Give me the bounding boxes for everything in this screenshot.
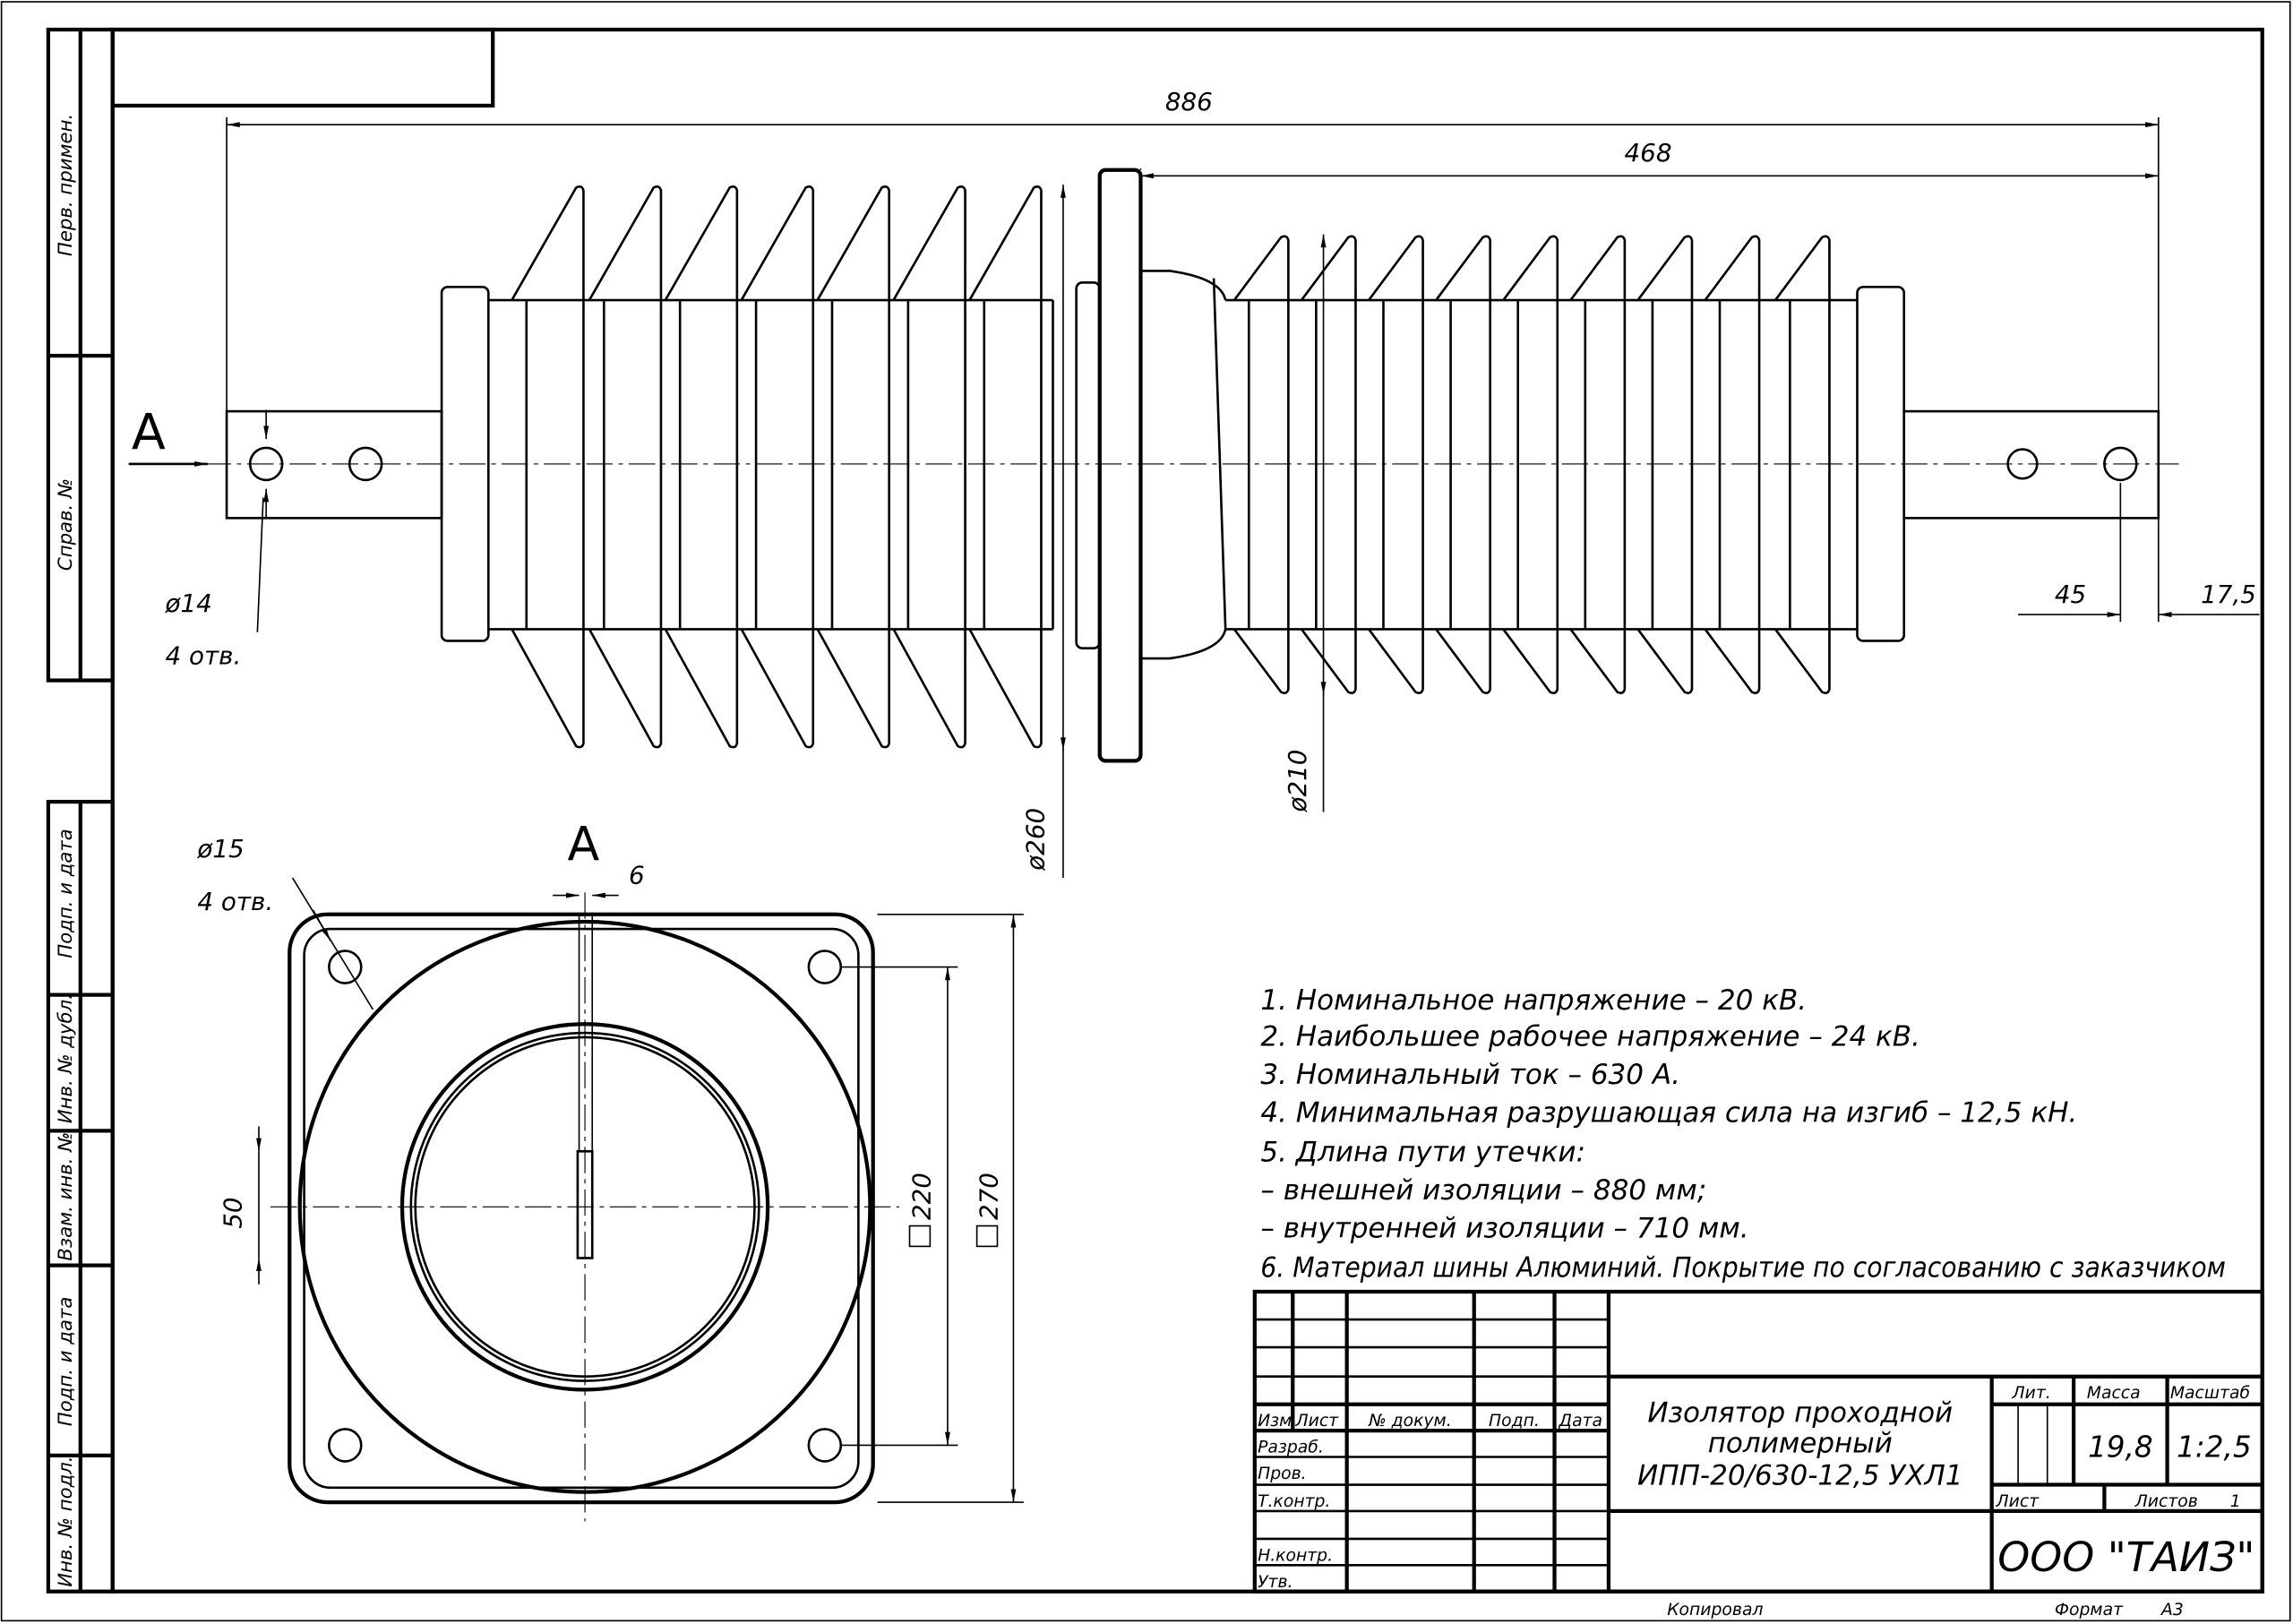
technical-notes: 1. Номинальное напряжение – 20 кВ. 2. На… xyxy=(1260,984,2226,1285)
strip-label: Взам. инв. № xyxy=(55,1132,77,1261)
bus-hole xyxy=(248,446,284,482)
role-norm-control: Н.контр. xyxy=(1258,1546,1333,1565)
dim-flange-to-end: 468 xyxy=(1625,138,1672,168)
strip-label: Подп. и дата xyxy=(55,1297,77,1427)
flange-hub xyxy=(1075,281,1102,649)
role-approved: Утв. xyxy=(1258,1573,1292,1592)
title-block: Изм. Лист № докум. Подп. Дата Разраб. Пр… xyxy=(1252,1289,2264,1594)
header-izm: Изм. xyxy=(1258,1412,1297,1431)
note-item: 3. Номинальный ток – 630 А. xyxy=(1260,1059,1680,1091)
dim-slot-width: 6 xyxy=(629,861,645,890)
shed xyxy=(1368,235,1424,694)
drawing-title-line: полимерный xyxy=(1708,1428,1893,1460)
note-item: – внутренней изоляции – 710 мм. xyxy=(1260,1213,1748,1245)
shed xyxy=(588,185,663,749)
mounting-flange xyxy=(1097,168,1143,763)
dim-hole-count: 4 отв. xyxy=(165,641,241,671)
note-item: 4. Минимальная разрушающая сила на изгиб… xyxy=(1260,1097,2077,1130)
dim-overall-length: 886 xyxy=(1165,87,1213,116)
shed xyxy=(968,185,1043,749)
bus-hole xyxy=(348,446,383,482)
drawing-title-line: Изолятор проходной xyxy=(1647,1396,1953,1429)
mass-value: 19,8 xyxy=(2088,1431,2153,1465)
left-side-strip: Перв. примен. Справ. № Подп. и дата Инв.… xyxy=(46,27,115,1594)
dim-bus-17-5: 17,5 xyxy=(2201,580,2256,609)
company-name: ООО "ТАИЗ" xyxy=(1997,1534,2254,1581)
bus-hole xyxy=(2103,446,2138,482)
role-checker: Пров. xyxy=(1258,1465,1307,1483)
dim-shed-diameter-small: ø210 xyxy=(1283,750,1312,813)
header-doc-number: № докум. xyxy=(1368,1412,1452,1431)
strip-label: Справ. № xyxy=(55,478,77,571)
drawing-title-line: ИПП-20/630-12,5 УХЛ1 xyxy=(1637,1460,1962,1492)
shed xyxy=(1232,235,1290,694)
shed xyxy=(892,185,966,749)
top-left-box xyxy=(110,27,495,108)
dim-hole-diameter: ø14 xyxy=(164,589,211,618)
flange-hole xyxy=(807,1428,843,1463)
shed xyxy=(664,185,739,749)
scale-label: Масштаб xyxy=(2170,1384,2250,1403)
left-bus-bar xyxy=(225,409,443,520)
bus-slot xyxy=(576,1149,594,1259)
dim-hole-spacing: 220 xyxy=(906,1173,936,1220)
shed xyxy=(511,185,585,749)
view-arrow-label: A xyxy=(132,404,166,462)
dim-flange-hole-count: 4 отв. xyxy=(197,887,273,916)
shed xyxy=(1435,235,1491,694)
role-developer: Разраб. xyxy=(1258,1439,1324,1457)
flange-hole xyxy=(807,949,843,984)
flange-outline xyxy=(288,912,875,1505)
shed xyxy=(816,185,890,749)
note-item: 5. Длина пути утечки: xyxy=(1260,1137,1585,1169)
copied-label: Копировал xyxy=(1667,1601,1763,1620)
strip-label: Перв. примен. xyxy=(55,114,77,256)
dim-flange-size: 270 xyxy=(974,1173,1003,1220)
note-item: 1. Номинальное напряжение – 20 кВ. xyxy=(1260,984,1807,1017)
strip-label: Подп. и дата xyxy=(55,829,77,958)
sheet-label: Лист xyxy=(1996,1492,2040,1511)
sheets-value: 1 xyxy=(2230,1492,2241,1511)
scale-value: 1:2,5 xyxy=(2177,1431,2252,1465)
right-end-cap xyxy=(1856,286,1906,642)
flange-cone xyxy=(1140,270,1227,660)
view-label: A xyxy=(567,818,599,872)
dim-flange-hole-diameter: ø15 xyxy=(196,834,244,864)
sheets-label: Листов xyxy=(2134,1492,2198,1511)
flange-plan-view: A 6 50 220 270 ø15 4 отв. xyxy=(196,818,1024,1522)
dim-slot-length: 50 xyxy=(218,1197,247,1228)
lit-label: Лит. xyxy=(2012,1384,2051,1403)
note-item: 2. Наибольшее рабочее напряжение – 24 кВ… xyxy=(1260,1021,1920,1053)
sheds xyxy=(511,185,1831,749)
flange-hole xyxy=(328,1428,363,1463)
left-end-cap xyxy=(440,286,490,642)
note-item: – внешней изоляции – 880 мм; xyxy=(1260,1174,1706,1207)
sheet-footer: Копировал Формат А3 xyxy=(1667,1601,2184,1620)
insulator-side-view xyxy=(204,168,2179,763)
bus-hole xyxy=(2006,448,2039,480)
flange-hole xyxy=(328,949,363,984)
format-label: Формат xyxy=(2055,1601,2124,1620)
shed xyxy=(1301,235,1357,694)
shed xyxy=(1773,235,1831,694)
mass-label: Масса xyxy=(2087,1384,2141,1403)
header-date: Дата xyxy=(1558,1412,1602,1431)
dim-bus-45: 45 xyxy=(2055,580,2086,609)
header-signature: Подп. xyxy=(1489,1412,1540,1431)
shed xyxy=(1636,235,1694,694)
header-list: Лист xyxy=(1295,1412,1340,1431)
format-value: А3 xyxy=(2160,1601,2184,1620)
role-tech-control: Т.контр. xyxy=(1258,1492,1330,1511)
shed xyxy=(1569,235,1627,694)
shed xyxy=(1704,235,1761,694)
shed xyxy=(740,185,815,749)
side-dimensions: 886 468 ø260 ø210 A ø14 4 отв. 45 17,5 xyxy=(128,87,2260,878)
shed xyxy=(1502,235,1559,694)
note-item: 6. Материал шины Алюминий. Покрытие по с… xyxy=(1260,1252,2226,1285)
strip-label: Инв. № подл. xyxy=(55,1456,77,1586)
strip-label: Инв. № дубл. xyxy=(55,993,77,1123)
dim-shed-diameter-large: ø260 xyxy=(1021,808,1051,872)
